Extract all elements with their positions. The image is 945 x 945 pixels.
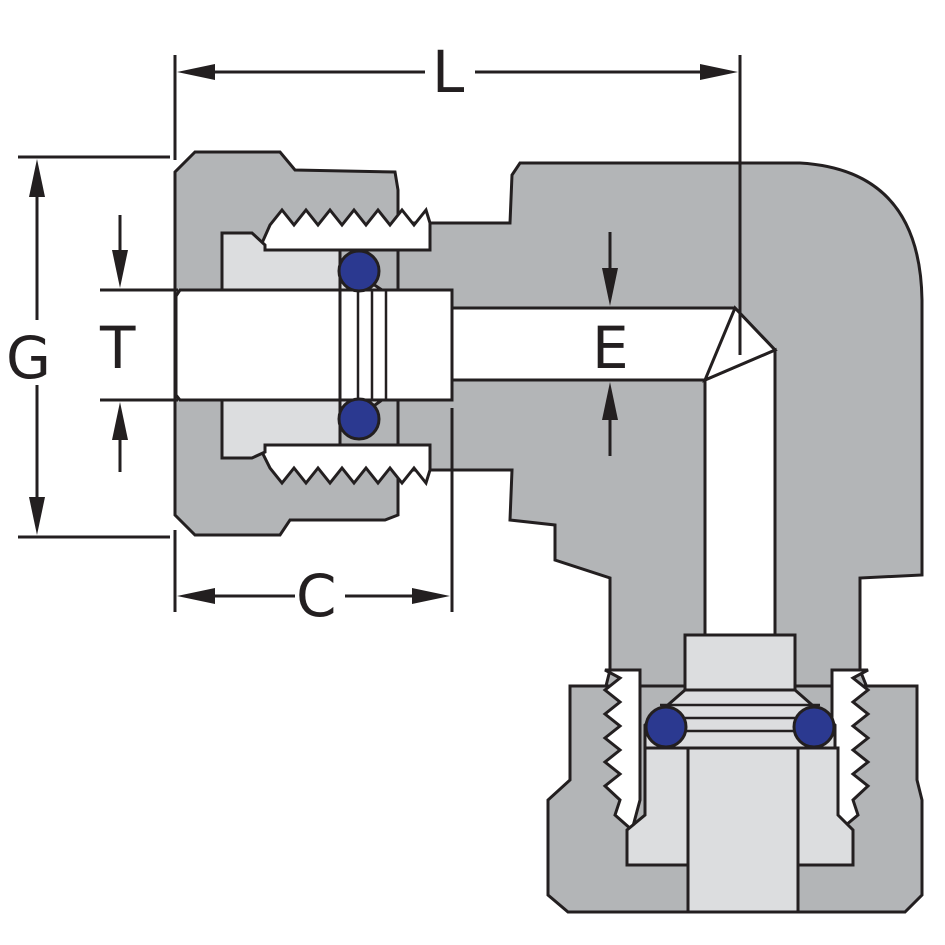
label-C: C [296, 562, 337, 630]
bottom-bore [686, 746, 800, 914]
left-bore-step [338, 288, 454, 402]
bottom-collar [683, 633, 797, 692]
oring-bottom-left [644, 705, 688, 749]
left-bore [174, 288, 342, 402]
elbow-body [396, 161, 924, 692]
dimension-T: T [99, 215, 178, 472]
oring-bottom-right [792, 705, 836, 749]
left-thread-bottom [260, 443, 432, 487]
bottom-thread-left [602, 668, 642, 833]
dimension-C: C [173, 408, 454, 630]
dimension-G: G [6, 155, 170, 539]
oring-left-top [337, 249, 381, 293]
left-thread-top [260, 206, 432, 252]
dimension-L: L [173, 38, 742, 355]
label-E: E [592, 314, 629, 382]
dimension-E: E [592, 232, 629, 456]
vertical-bore [703, 347, 777, 637]
label-T: T [99, 314, 136, 382]
label-L: L [432, 38, 464, 106]
label-G: G [6, 324, 51, 392]
oring-left-bottom [337, 397, 381, 441]
